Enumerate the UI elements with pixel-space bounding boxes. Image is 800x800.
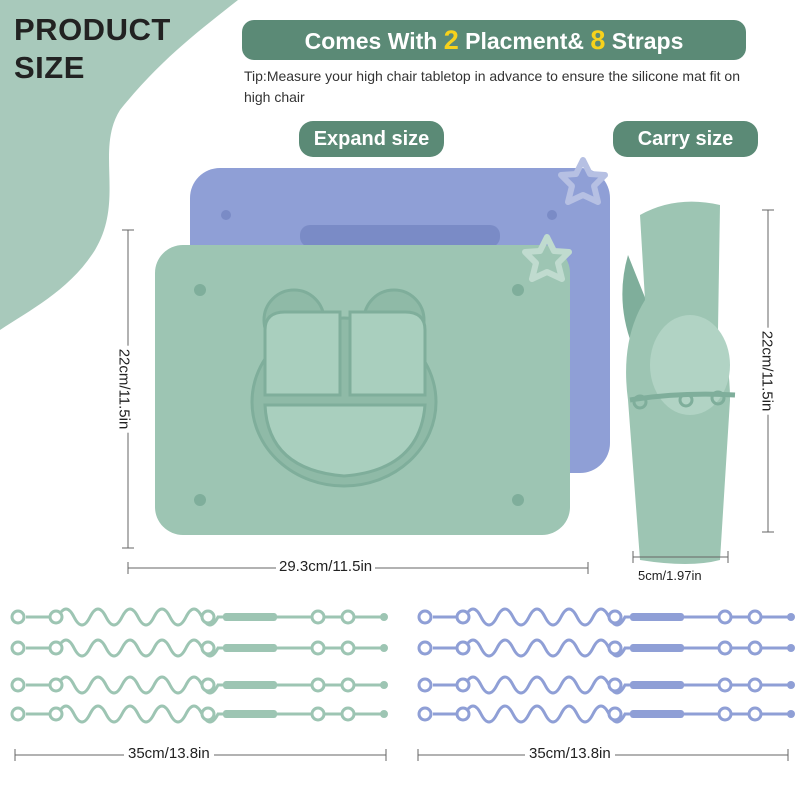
carry-width-label: 5cm/1.97in (638, 568, 702, 583)
strap (417, 675, 795, 695)
mat-width-label: 29.3cm/11.5in (276, 558, 376, 575)
tip-text: Tip:Measure your high chair tabletop in … (244, 68, 740, 105)
purple-straps (417, 607, 795, 724)
placemat-count: 2 (443, 25, 459, 55)
strap-length-left-label: 35cm/13.8in (124, 745, 214, 762)
carry-height-label: 22cm/11.5in (758, 327, 776, 415)
product-title: PRODUCT (14, 12, 171, 47)
strap-length-right-label: 35cm/13.8in (525, 745, 615, 762)
headline-middle: Placment& (458, 28, 591, 54)
headline-prefix: Comes With (304, 28, 444, 54)
headline-suffix: Straps (605, 28, 684, 54)
carry-size-label: Carry size (613, 121, 758, 157)
strap (10, 607, 388, 627)
strap (10, 675, 388, 695)
strap (10, 704, 388, 724)
green-straps (10, 607, 388, 724)
star-icon (522, 234, 572, 282)
strap (417, 607, 795, 627)
green-placemat (155, 245, 570, 535)
expand-size-label: Expand size (299, 121, 444, 157)
strap (417, 638, 795, 658)
carry-rolled-mat (622, 201, 736, 564)
strap-count: 8 (590, 25, 606, 55)
strap (10, 638, 388, 658)
star-icon (558, 157, 608, 205)
size-title: SIZE (14, 50, 85, 85)
headline-banner: Comes With 2 Placment& 8 Straps (242, 20, 746, 60)
strap (417, 704, 795, 724)
mat-height-label: 22cm/11.5in (115, 345, 133, 433)
